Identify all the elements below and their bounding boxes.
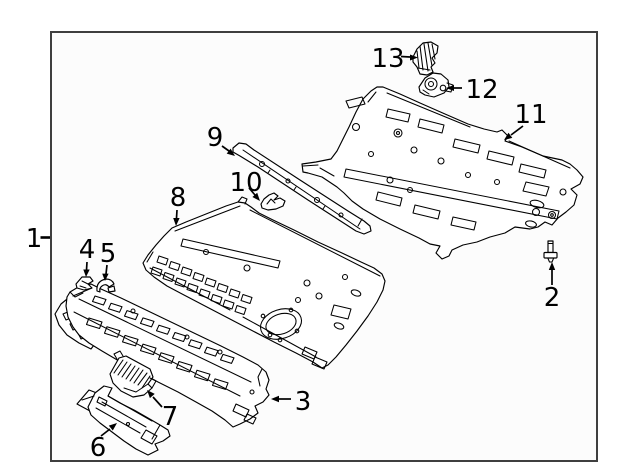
callout-5-label: 5 bbox=[100, 239, 117, 269]
callout-13-label: 13 bbox=[371, 44, 404, 74]
part-9-drawing bbox=[232, 142, 372, 235]
part-2-drawing bbox=[543, 240, 558, 263]
callout-1-label: 1 bbox=[26, 224, 43, 254]
callout-6-label: 6 bbox=[90, 433, 107, 463]
part-2-details bbox=[547, 242, 555, 263]
part-7-details bbox=[113, 350, 157, 393]
callout-1: 1 bbox=[26, 224, 50, 254]
part-6-details bbox=[81, 395, 161, 445]
part-4-drawing bbox=[75, 276, 94, 291]
part-3-details bbox=[69, 287, 263, 425]
callout-13: 13 bbox=[371, 44, 418, 74]
callout-5-leader bbox=[105, 264, 108, 275]
callout-5: 5 bbox=[100, 239, 117, 281]
part-11-details bbox=[302, 91, 571, 231]
callout-3-label: 3 bbox=[295, 387, 312, 417]
callout-9-leader bbox=[221, 145, 230, 152]
part-3-drawing bbox=[54, 283, 270, 428]
callout-6-leader bbox=[100, 428, 111, 437]
part-5-drawing bbox=[96, 278, 116, 293]
part-4-details bbox=[79, 280, 89, 289]
part-5-details bbox=[107, 285, 116, 293]
callout-3: 3 bbox=[271, 387, 311, 417]
callout-4-arrowhead bbox=[83, 269, 90, 277]
part-8-details bbox=[146, 196, 381, 370]
callout-13-arrowhead bbox=[410, 54, 418, 61]
part-13-details bbox=[416, 42, 436, 72]
part-10-details bbox=[266, 198, 276, 205]
callout-8-leader bbox=[175, 209, 178, 219]
callout-12: 12 bbox=[446, 75, 499, 105]
callout-10-leader bbox=[248, 187, 256, 196]
callout-8-label: 8 bbox=[170, 183, 187, 213]
callout-12-label: 12 bbox=[465, 75, 498, 105]
callout-7: 7 bbox=[147, 390, 178, 432]
part-6-drawing bbox=[76, 385, 171, 456]
callout-11: 11 bbox=[504, 100, 548, 140]
callout-6-arrowhead bbox=[108, 423, 117, 431]
part-8-drawing bbox=[142, 196, 386, 370]
callout-10: 10 bbox=[229, 168, 263, 201]
callout-11-label: 11 bbox=[514, 100, 547, 130]
part-9-details bbox=[242, 149, 363, 230]
part-13-drawing bbox=[412, 41, 439, 76]
callout-2-label: 2 bbox=[544, 283, 561, 313]
part-7-drawing bbox=[109, 350, 157, 398]
callout-2: 2 bbox=[544, 262, 561, 313]
callout-11-leader bbox=[510, 125, 524, 136]
callout-4: 4 bbox=[79, 235, 96, 277]
callout-11-arrowhead bbox=[504, 132, 513, 140]
callout-7-arrowhead bbox=[147, 390, 155, 399]
callout-4-leader bbox=[85, 261, 88, 271]
part-11-drawing bbox=[301, 86, 584, 260]
callout-13-leader bbox=[400, 55, 411, 58]
callout-3-arrowhead bbox=[271, 395, 279, 403]
callout-9-label: 9 bbox=[207, 123, 224, 153]
callout-7-label: 7 bbox=[162, 402, 179, 432]
callout-8: 8 bbox=[170, 183, 187, 226]
part-10-drawing bbox=[260, 192, 286, 211]
callout-6: 6 bbox=[90, 423, 117, 463]
callout-2-arrowhead bbox=[548, 262, 556, 270]
callout-10-label: 10 bbox=[229, 168, 262, 198]
callout-8-arrowhead bbox=[173, 218, 180, 226]
callout-4-label: 4 bbox=[79, 235, 96, 265]
callout-7-leader bbox=[152, 396, 163, 408]
callout-9: 9 bbox=[207, 123, 235, 156]
callout-5-arrowhead bbox=[102, 273, 109, 281]
callout-10-arrowhead bbox=[252, 192, 260, 201]
callout-9-arrowhead bbox=[226, 148, 235, 156]
callout-12-arrowhead bbox=[446, 85, 454, 91]
